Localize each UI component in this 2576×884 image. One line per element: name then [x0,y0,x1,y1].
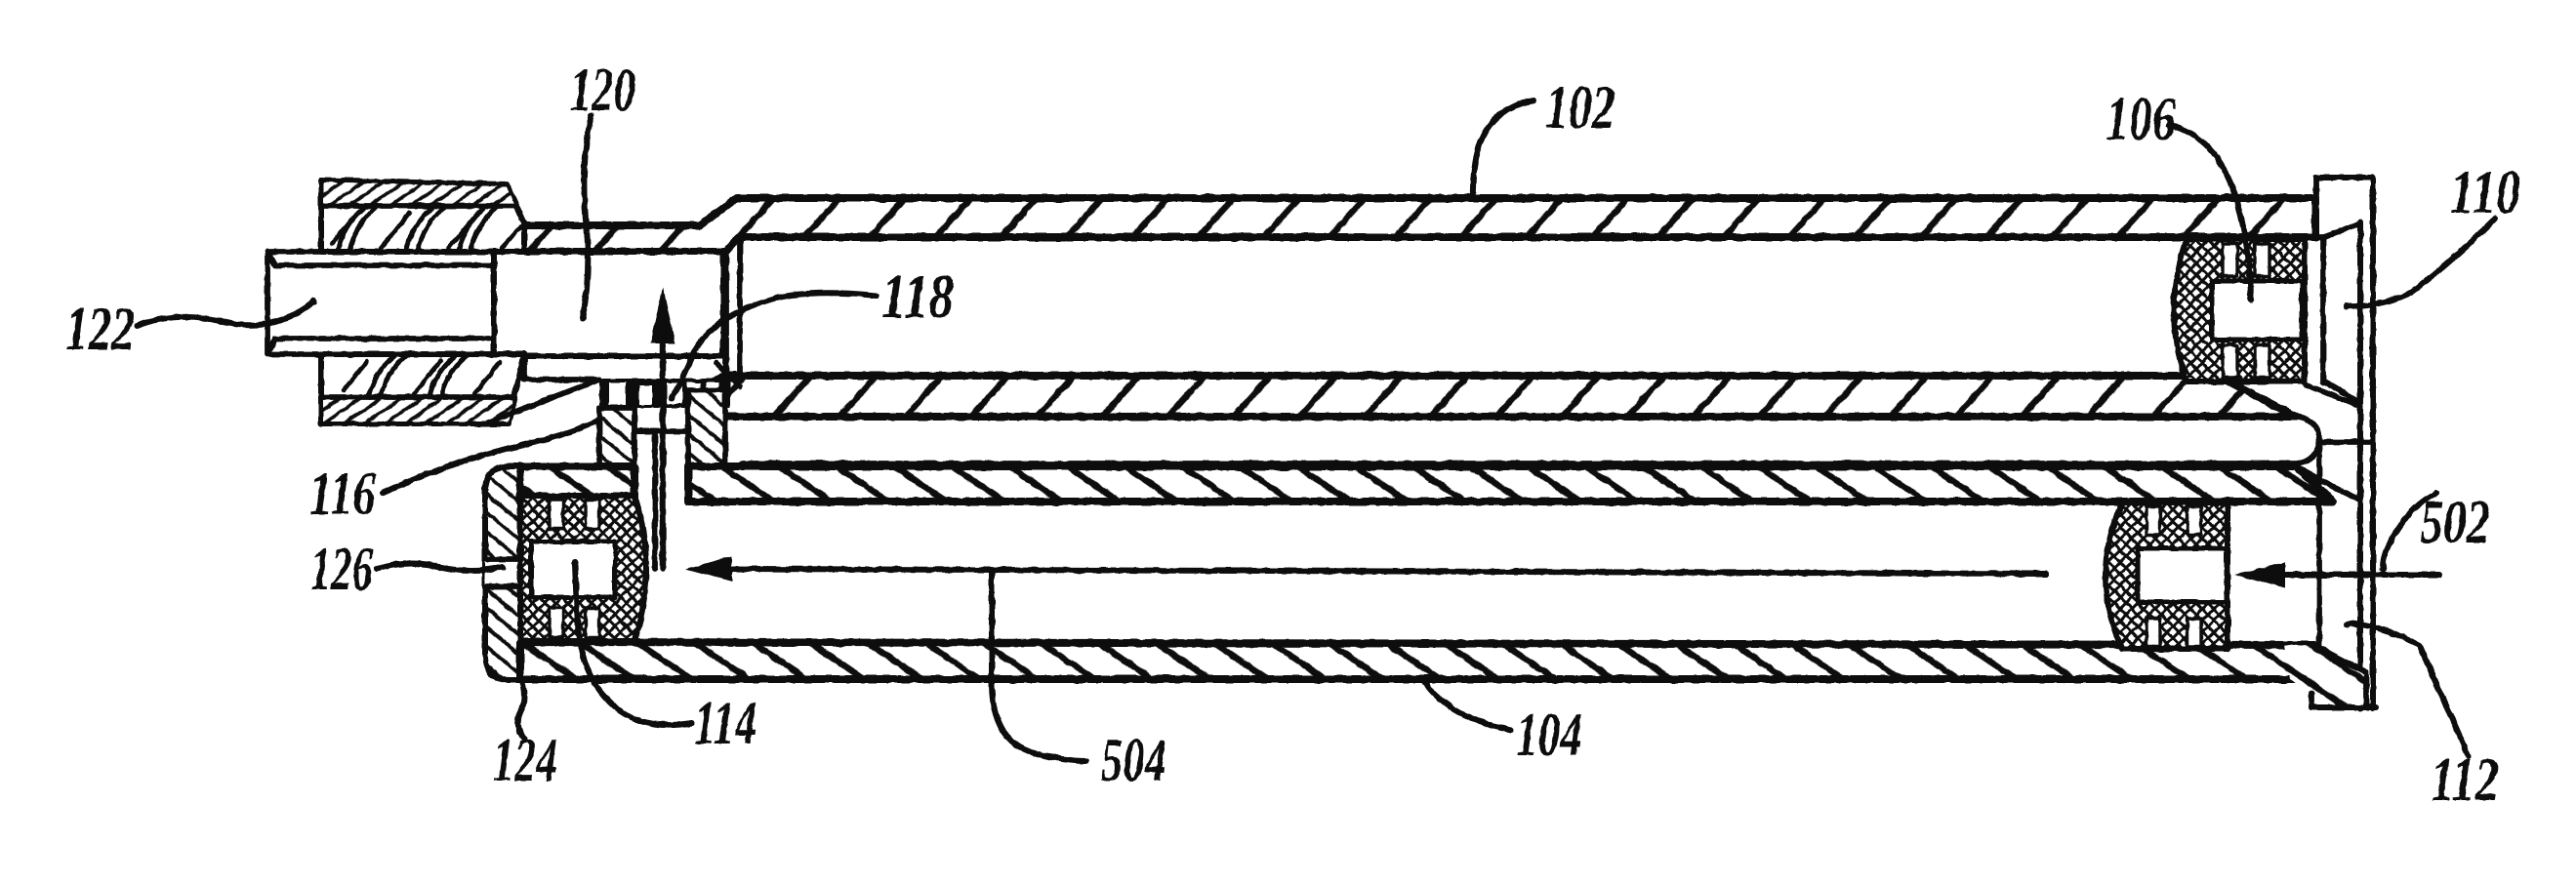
svg-text:104: 104 [1516,700,1582,769]
svg-text:116: 116 [309,459,376,528]
svg-text:106: 106 [2106,84,2176,153]
svg-text:502: 502 [2420,487,2490,556]
svg-text:110: 110 [2450,157,2520,226]
svg-text:114: 114 [694,688,756,757]
svg-text:112: 112 [2431,744,2499,814]
svg-text:124: 124 [493,725,557,794]
svg-text:504: 504 [1101,725,1166,794]
svg-text:122: 122 [65,294,135,363]
svg-text:126: 126 [310,534,373,603]
svg-text:118: 118 [881,261,954,331]
svg-text:120: 120 [570,55,635,124]
svg-text:102: 102 [1545,72,1615,141]
